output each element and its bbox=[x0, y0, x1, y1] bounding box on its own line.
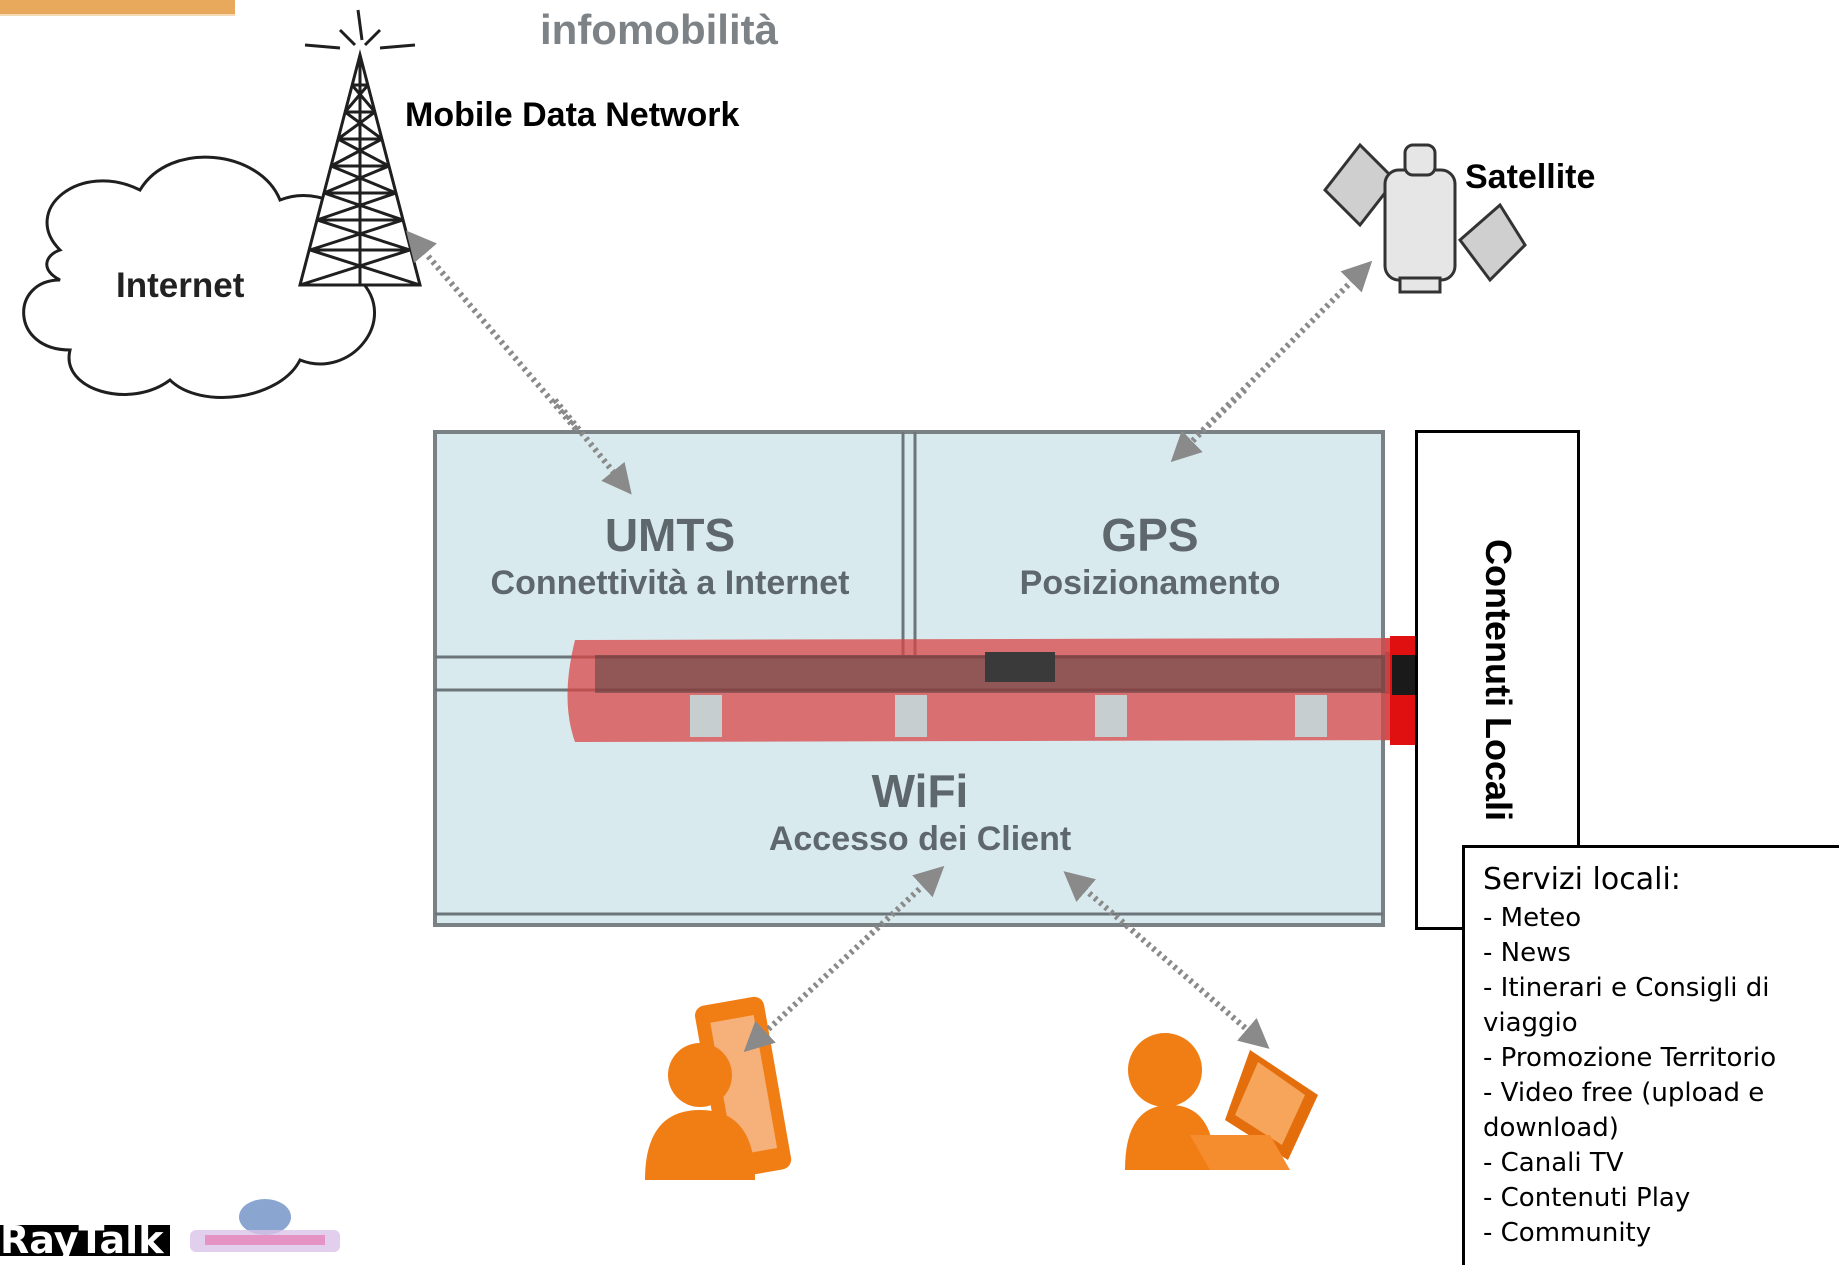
wifi-description: Accesso dei Client bbox=[768, 820, 1072, 858]
page-title: infomobilità bbox=[540, 6, 778, 53]
contenuti-locali-label: Contenuti Locali bbox=[1477, 539, 1519, 821]
servizi-item: - Promozione Territorio bbox=[1483, 1043, 1777, 1073]
umts-description: Connettività a Internet bbox=[490, 564, 850, 602]
servizi-item: - Canali TV bbox=[1483, 1148, 1624, 1178]
raytalk-logo: RayTalk bbox=[0, 1225, 170, 1256]
person-laptop-icon bbox=[1125, 1033, 1318, 1170]
servizi-item: - News bbox=[1483, 938, 1571, 968]
wifi-zone: WiFi Accesso dei Client bbox=[700, 764, 1140, 859]
servizi-item: - Meteo bbox=[1483, 903, 1582, 933]
internet-cloud-icon bbox=[22, 155, 376, 399]
servizi-item: - Contenuti Play bbox=[1483, 1183, 1691, 1213]
gps-zone: GPS Posizionamento bbox=[950, 508, 1350, 603]
internet-label: Internet bbox=[116, 266, 245, 305]
header-accent-bar bbox=[0, 0, 235, 16]
partner-logo-icon bbox=[190, 1199, 340, 1252]
umts-title: UMTS bbox=[604, 509, 736, 561]
servizi-item: - Itinerari e Consigli di viaggio bbox=[1483, 973, 1770, 1038]
cell-tower-icon bbox=[298, 9, 422, 287]
satellite-label: Satellite bbox=[1465, 158, 1596, 196]
servizi-list: - Meteo - News - Itinerari e Consigli di… bbox=[1483, 901, 1839, 1251]
servizi-item: - Video free (upload e download) bbox=[1483, 1078, 1765, 1143]
person-phone-icon bbox=[645, 996, 792, 1180]
servizi-item: - Community bbox=[1483, 1218, 1652, 1248]
gps-title: GPS bbox=[1101, 509, 1199, 561]
wifi-title: WiFi bbox=[871, 765, 969, 817]
satellite-icon bbox=[1323, 142, 1527, 294]
servizi-locali-box: Servizi locali: - Meteo - News - Itinera… bbox=[1462, 845, 1839, 1265]
servizi-locali-title: Servizi locali: bbox=[1483, 862, 1681, 897]
gps-description: Posizionamento bbox=[1019, 564, 1281, 602]
mobile-data-network-label: Mobile Data Network bbox=[405, 96, 740, 134]
umts-zone: UMTS Connettività a Internet bbox=[450, 508, 890, 603]
